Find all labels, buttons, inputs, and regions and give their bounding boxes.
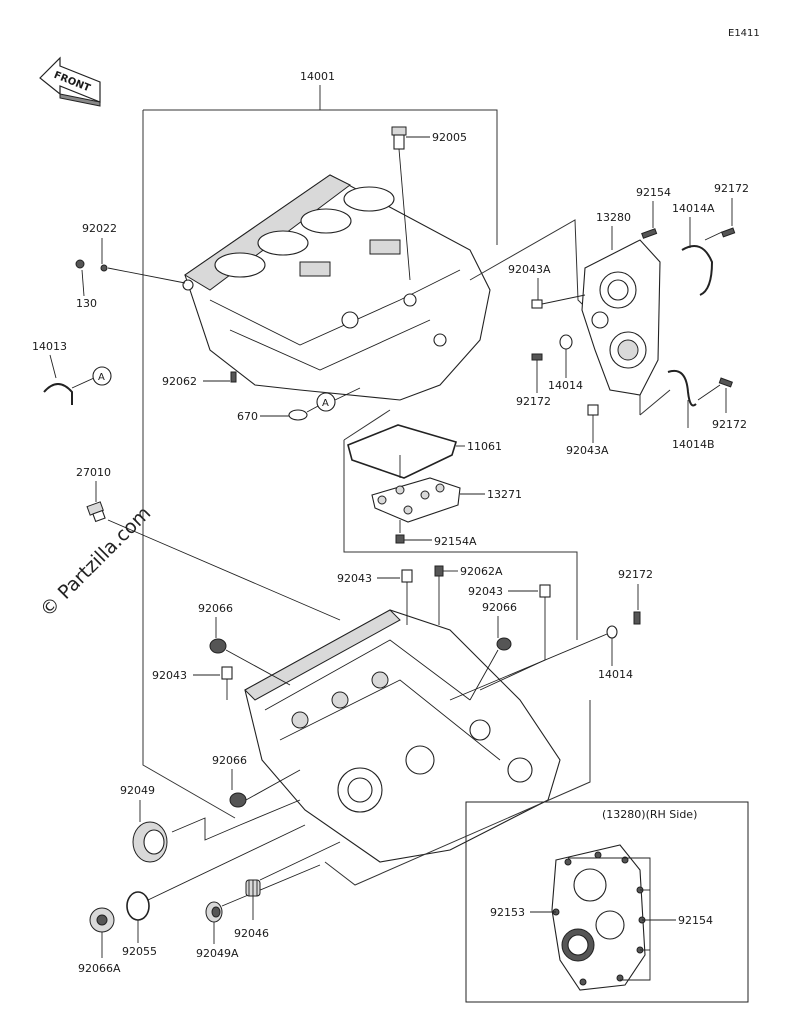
label-130: 130	[76, 297, 97, 310]
inset-title: (13280)(RH Side)	[602, 808, 697, 821]
label-14014B: 14014B	[672, 438, 715, 451]
part-92043A-upper	[531, 299, 543, 309]
part-92172-right	[718, 377, 733, 388]
label-11061: 11061	[467, 440, 502, 453]
lower-crankcase	[244, 609, 561, 863]
label-92172-mid: 92172	[516, 395, 551, 408]
part-92043A-lower	[587, 404, 599, 416]
part-14014A-gasket	[681, 245, 714, 296]
inset-cover-view	[551, 844, 646, 991]
part-92043-left	[221, 666, 233, 680]
part-670-oring	[288, 409, 308, 421]
label-27010: 27010	[76, 466, 111, 479]
label-92043A-lower: 92043A	[566, 444, 609, 457]
inset-box	[465, 801, 749, 1003]
label-92049: 92049	[120, 784, 155, 797]
diagram-code: E1411	[728, 28, 760, 39]
part-92005-bolt	[391, 126, 407, 150]
part-92043-right	[539, 584, 551, 598]
callout-a-right	[316, 392, 336, 412]
label-92062A: 92062A	[460, 565, 503, 578]
label-92043-left: 92043	[152, 669, 187, 682]
label-92049A: 92049A	[196, 947, 239, 960]
part-14014-mid	[559, 334, 573, 350]
label-92062: 92062	[162, 375, 197, 388]
part-92043-top	[401, 569, 413, 583]
callout-a-left	[92, 366, 112, 386]
part-14014-low	[606, 625, 618, 639]
part-92172-top	[721, 227, 736, 238]
svg-text:A: A	[322, 398, 329, 409]
label-14014-low: 14014	[598, 668, 633, 681]
label-14001: 14001	[300, 70, 335, 83]
label-92005: 92005	[432, 131, 467, 144]
part-13280-cover	[581, 239, 661, 396]
part-92172-mid	[531, 353, 543, 361]
part-92022	[100, 264, 108, 272]
label-92043A-upper: 92043A	[508, 263, 551, 276]
label-670: 670	[237, 410, 258, 423]
label-92046: 92046	[234, 927, 269, 940]
label-14014-mid: 14014	[548, 379, 583, 392]
label-92153: 92153	[490, 906, 525, 919]
part-27010-sensor	[86, 501, 106, 523]
label-14013: 14013	[32, 340, 67, 353]
label-14014A: 14014A	[672, 202, 715, 215]
part-92046-bearing	[245, 879, 261, 897]
upper-crankcase	[182, 174, 491, 401]
part-92049-oil-seal	[132, 821, 168, 863]
part-92066-right	[496, 637, 512, 651]
label-13280: 13280	[596, 211, 631, 224]
label-92043-right: 92043	[468, 585, 503, 598]
part-92055-oring	[126, 891, 150, 921]
upper-case-frame	[142, 110, 236, 819]
part-92066-left	[209, 638, 227, 654]
part-92062A	[434, 565, 444, 577]
label-92066-left: 92066	[198, 602, 233, 615]
label-92154-inset: 92154	[678, 914, 713, 927]
part-92066A-plug	[89, 907, 115, 933]
label-92172-top: 92172	[714, 182, 749, 195]
part-92154A-bolt	[395, 534, 405, 544]
label-92172-right: 92172	[712, 418, 747, 431]
part-14014B-gasket	[667, 370, 697, 407]
front-arrow-icon: FRONT	[39, 56, 101, 107]
label-92154A: 92154A	[434, 535, 477, 548]
part-92062	[230, 371, 237, 383]
part-92172-low	[633, 611, 641, 625]
label-92066-mid: 92066	[212, 754, 247, 767]
part-92154-top	[641, 228, 658, 239]
svg-text:A: A	[98, 372, 105, 383]
part-130	[75, 259, 85, 269]
label-92154-top: 92154	[636, 186, 671, 199]
label-92055: 92055	[122, 945, 157, 958]
label-92022: 92022	[82, 222, 117, 235]
label-92172-low: 92172	[618, 568, 653, 581]
label-92066-right: 92066	[482, 601, 517, 614]
part-11061-gasket	[347, 424, 458, 479]
part-92066-mid	[229, 792, 247, 808]
label-92066A: 92066A	[78, 962, 121, 975]
part-14013	[43, 383, 73, 405]
label-13271: 13271	[487, 488, 522, 501]
label-92043-top: 92043	[337, 572, 372, 585]
part-92049A-oil-seal	[205, 901, 223, 923]
